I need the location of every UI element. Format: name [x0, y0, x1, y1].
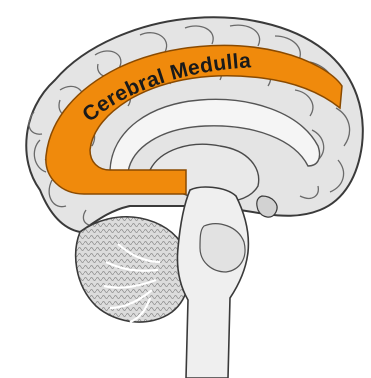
- brain-sagittal-diagram: Cerebral Medulla: [0, 0, 371, 378]
